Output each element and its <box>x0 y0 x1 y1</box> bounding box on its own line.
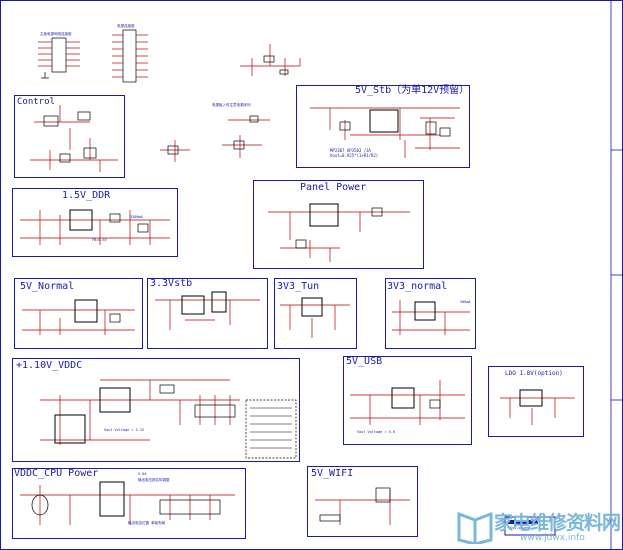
wifi-circuit <box>315 487 410 525</box>
3v3-normal-circuit <box>392 300 470 335</box>
note-cpu-current: 5.0A <box>138 472 147 476</box>
block-5v-stb-frame <box>296 85 470 168</box>
block-3v3-tun-frame <box>274 278 357 349</box>
block-title-ddr: 1.5V_DDR <box>62 190 111 201</box>
title-block-frame <box>504 516 556 536</box>
block-title-vddc: +1.10V_VDDC <box>16 360 83 371</box>
title-block-bar <box>508 520 538 524</box>
note-usb-vout: Vout Voltage = 5.0 <box>357 430 395 434</box>
note-cpu-layout: 输出电容位置 单板布局 <box>128 521 166 525</box>
block-vddc-frame <box>12 358 300 462</box>
block-3v3-normal-frame <box>385 278 476 349</box>
vddc-circuit <box>40 379 297 459</box>
block-wifi-frame <box>307 466 418 537</box>
cpu-circuit <box>20 481 235 525</box>
ddr-circuit <box>20 209 170 245</box>
block-5v-normal-frame <box>14 278 143 349</box>
5v-normal-circuit <box>22 299 135 335</box>
block-title-ldo: LDO 1.8V(option) <box>505 370 563 377</box>
block-title-panel: Panel Power <box>300 182 367 193</box>
watermark-url: www.jdwx.info <box>520 533 585 543</box>
block-title-3v3-tun: 3V3_Tun <box>277 281 320 292</box>
block-title-5v-normal: 5V_Normal <box>20 281 75 292</box>
connector-left <box>38 37 80 79</box>
note-stb-part: MP2307 AP3503 /3A <box>330 148 371 153</box>
block-panel-frame <box>253 180 424 269</box>
note-stb-formula: Vout=0.925*(1+R1/R2) <box>330 153 379 158</box>
note-power-sequence: 电源板入时注意电源序列 <box>212 103 251 107</box>
3v3-stb-circuit <box>155 291 260 330</box>
watermark-title: 家电维修资料网 <box>494 512 621 534</box>
5v-usb-circuit <box>350 380 465 425</box>
block-title-control: Control <box>17 97 55 107</box>
title-block-ref: Sys-power <box>510 526 529 530</box>
block-ldo-frame <box>488 366 584 437</box>
top-switch-circuit <box>240 44 301 76</box>
note-header-left: 主板电源网络连接座 <box>40 32 72 36</box>
block-3v3-stb-frame <box>147 278 268 349</box>
note-vddc-vout: Vout Voltage = 1.1V <box>104 428 145 432</box>
block-5v-usb-frame <box>343 356 472 445</box>
block-title-5v-stb: 5V_Stb（为单12V预留） <box>355 85 470 96</box>
block-title-5v-usb: 5V_USB <box>346 356 383 367</box>
5v-stb-circuit <box>310 107 460 158</box>
block-title-cpu: VDDC_CPU Power <box>14 468 99 479</box>
note-ddr-feedback: FB=0.6V <box>92 238 107 242</box>
connector-right <box>112 29 148 83</box>
block-ddr-frame <box>12 188 178 257</box>
note-3300ma: 3300mA <box>130 215 143 219</box>
zone-ticks <box>611 149 623 401</box>
note-cpu-adjust: 输出电压按实际调整 <box>138 478 170 482</box>
3v3-tun-circuit <box>280 297 350 338</box>
note-300ma: 300mA <box>460 300 471 304</box>
note-header-right: 电源连接座 <box>117 24 135 28</box>
block-title-wifi: 5V_WIFI <box>311 468 354 479</box>
block-title-3v3-stb: 3.3Vstb <box>150 278 193 289</box>
block-title-3v3-normal: 3V3_normal <box>387 281 448 292</box>
ldo-circuit <box>500 389 575 425</box>
watermark-book-icon <box>457 511 493 544</box>
middle-power-sequence-parts <box>160 115 270 162</box>
block-cpu-frame <box>12 468 246 539</box>
panel-circuit <box>268 203 410 262</box>
block-control-frame <box>14 95 125 178</box>
control-circuit <box>30 105 118 172</box>
